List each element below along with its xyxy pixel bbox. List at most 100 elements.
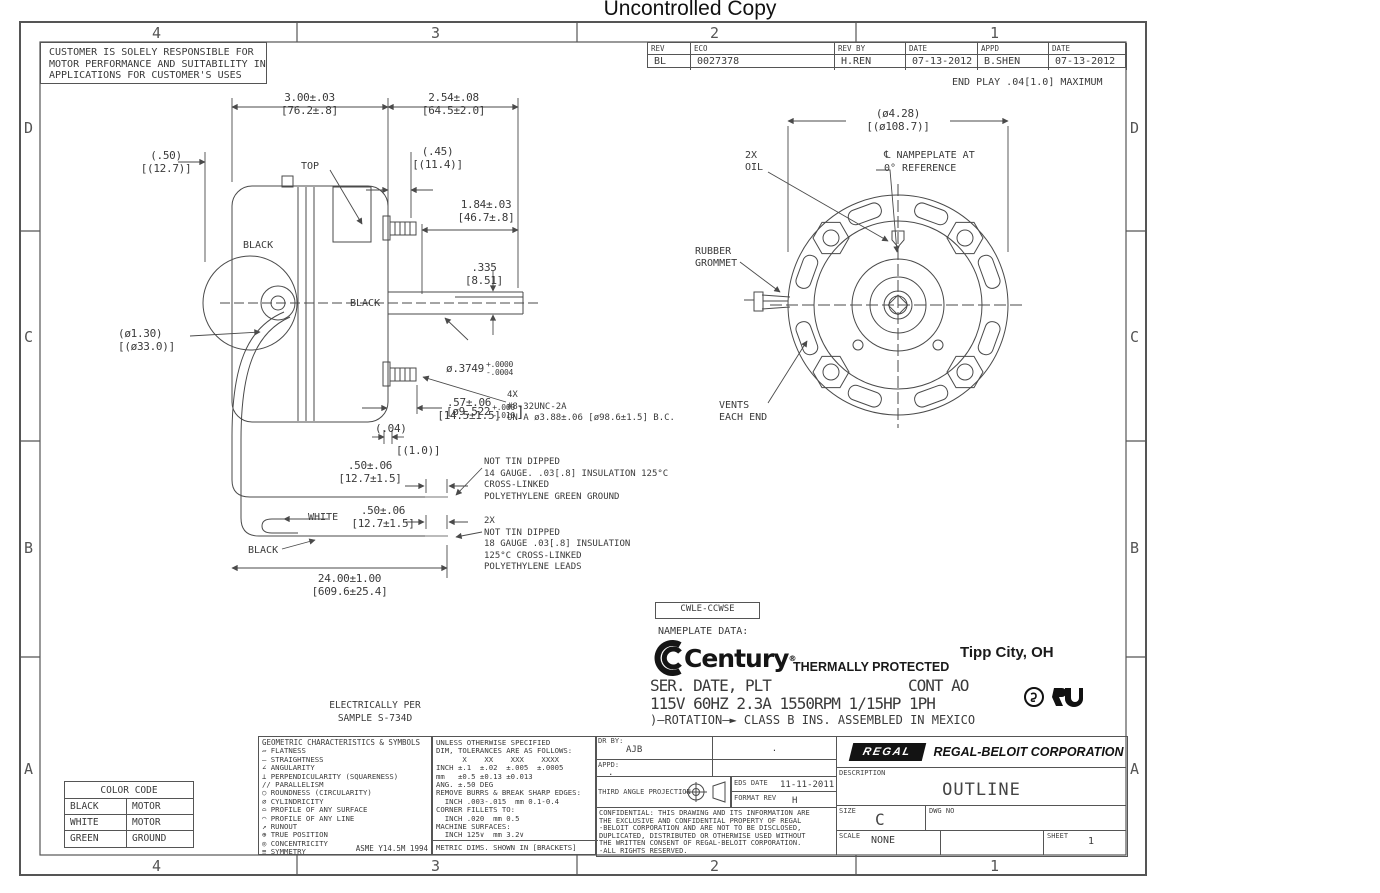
end-play-note: END PLAY .04[1.0] MAXIMUM <box>952 77 1103 88</box>
agency-marks <box>984 666 1083 732</box>
page-title: Uncontrolled Copy <box>603 0 777 20</box>
text-line: X XX XXX XXXX <box>436 754 560 764</box>
title-block-empty-cell <box>941 831 1044 855</box>
text-line: SAMPLE S-734D <box>337 712 413 724</box>
text-line: INCH ±.1 ±.02 ±.005 ±.0005 <box>436 763 564 773</box>
scale-value: NONE <box>871 835 896 846</box>
ul-mark-icon <box>1051 688 1083 707</box>
text-line: mm ±0.5 ±0.13 ±0.013 <box>436 771 533 781</box>
zone-col-1: 1 <box>990 24 1000 42</box>
text-line: THE EXCLUSIVE AND CONFIDENTIAL PROPERTY … <box>599 816 802 825</box>
dr-by-cell: DR BY: AJB <box>596 736 713 760</box>
text-line: INCH .020 mm 0.5 <box>436 813 520 823</box>
appd-cell: APPD: . <box>596 760 713 778</box>
text-line: // PARALLELISM <box>262 780 324 790</box>
text-line: (ø4.28) <box>875 107 921 120</box>
text-line: APPLICATIONS FOR CUSTOMER'S USES <box>49 70 242 81</box>
description-value: OUTLINE <box>942 780 1021 800</box>
dr-by-date-cell: . <box>713 736 836 760</box>
century-logo-icon <box>654 640 682 676</box>
text-line: THE WRITTEN CONSENT OF REGAL-BELOIT CORP… <box>599 839 802 848</box>
text-line: UNLESS OTHERWISE SPECIFIED <box>436 738 551 747</box>
text-line: VENTS <box>719 400 750 411</box>
csa-mark-icon <box>1023 687 1044 707</box>
dim-stud-length-top: (.45)[(11.4)] <box>405 145 470 171</box>
text-line: [46.7±.8] <box>457 211 515 224</box>
dim-shaft-diameter: ø.3749+.0000-.0004 [ø9.522+.000-.010] <box>446 359 525 421</box>
text-line: [64.5±2.0] <box>421 104 486 117</box>
century-logo: Century® <box>650 638 796 678</box>
text-line: ⊕ TRUE POSITION <box>262 830 328 840</box>
text-line: [8.51] <box>465 274 503 287</box>
dim-shaft-length: 2.54±.08[64.5±2.0] <box>396 91 511 117</box>
zone-col-1b: 1 <box>990 857 1000 875</box>
zone-row-a: A <box>24 760 34 778</box>
sheet-inner-frame <box>39 41 1127 856</box>
text-line: DUPLICATED, DISTRIBUTED OR OTHERWISE USE… <box>599 831 806 840</box>
text-line: MOTOR PERFORMANCE AND SUITABILITY IN <box>49 58 266 70</box>
white-label: WHITE <box>308 512 339 523</box>
text-line: 14 GAUGE. .03[.8] INSULATION 125°C <box>484 468 669 479</box>
registered-mark: ® <box>788 653 797 663</box>
text-line: (.45) <box>421 145 454 158</box>
text-line: ≡ SYMMETRY <box>262 847 306 857</box>
text-line: [609.6±25.4] <box>311 585 388 598</box>
text-line: INCH .003-.015 mm 0.1-0.4 <box>436 796 560 806</box>
scale-cell: SCALE NONE <box>836 831 941 855</box>
front-view-dimensions <box>739 117 1009 404</box>
model-number-box: CWLE-CCWSE <box>655 602 760 619</box>
dim-body-length: 3.00±.03[76.2±.8] <box>252 91 367 117</box>
company-name: REGAL-BELOIT CORPORATION <box>933 744 1124 759</box>
text-line: 24.00±1.00 <box>317 572 382 585</box>
text-line: .50±.06 <box>347 459 393 472</box>
black-label-leads: BLACK <box>248 545 279 556</box>
text-line: REMOVE BURRS & BREAK SHARP EDGES: <box>436 788 581 798</box>
cont-label: CONT AO <box>908 676 969 695</box>
zone-col-4: 4 <box>152 24 162 42</box>
text-line: 2X <box>745 150 758 161</box>
third-angle-projection-icon <box>685 781 726 803</box>
black-label-top: BLACK <box>243 240 274 251</box>
nameplate-data-heading: NAMEPLATE DATA: <box>658 626 749 637</box>
sheet-outer-border <box>19 21 1147 876</box>
text-line: ○ ROUNDNESS (CIRCULARITY) <box>262 788 372 798</box>
eds-date-cell: EDS DATE 11-11-2011 <box>731 777 836 792</box>
thermally-protected-label: THERMALLY PROTECTED <box>793 660 950 674</box>
text-line: CONFIDENTIAL: THIS DRAWING AND ITS INFOR… <box>599 809 810 817</box>
text-line: [12.7±1.5] <box>338 472 402 485</box>
text-line: NOT TIN DIPPED <box>484 527 560 538</box>
city-label: Tipp City, OH <box>960 644 1054 661</box>
zone-col-3: 3 <box>431 24 441 42</box>
zone-col-2b: 2 <box>710 857 720 875</box>
text-line: .335 <box>471 261 497 274</box>
sheet-cell: SHEET 1 <box>1047 832 1095 847</box>
text-line: NOT TIN DIPPED <box>484 457 560 467</box>
text-line: CROSS-LINKED <box>484 480 550 491</box>
zone-row-c2: C <box>1130 328 1140 346</box>
title-block <box>596 736 1128 857</box>
text-line: CORNER FILLETS TO: <box>436 805 516 815</box>
top-label: TOP <box>301 161 320 172</box>
geo-symbols-list: ▱ FLATNESS— STRAIGHTNESS∠ ANGULARITY⊥ PE… <box>262 746 431 857</box>
description-cell: DESCRIPTION OUTLINE <box>836 768 1126 806</box>
dim-washer-inch: (.04) <box>375 422 407 435</box>
dwg-no-cell: DWG NO <box>926 806 1126 831</box>
zone-row-b2: B <box>1130 539 1140 557</box>
text-line: ELECTRICALLY PER <box>329 700 421 711</box>
brand-name: Century <box>684 643 789 673</box>
rotation-line: )—ROTATION—► CLASS B INS. ASSEMBLED IN M… <box>650 713 976 727</box>
text-line: OIL <box>745 162 764 173</box>
zone-col-3b: 3 <box>431 857 441 875</box>
